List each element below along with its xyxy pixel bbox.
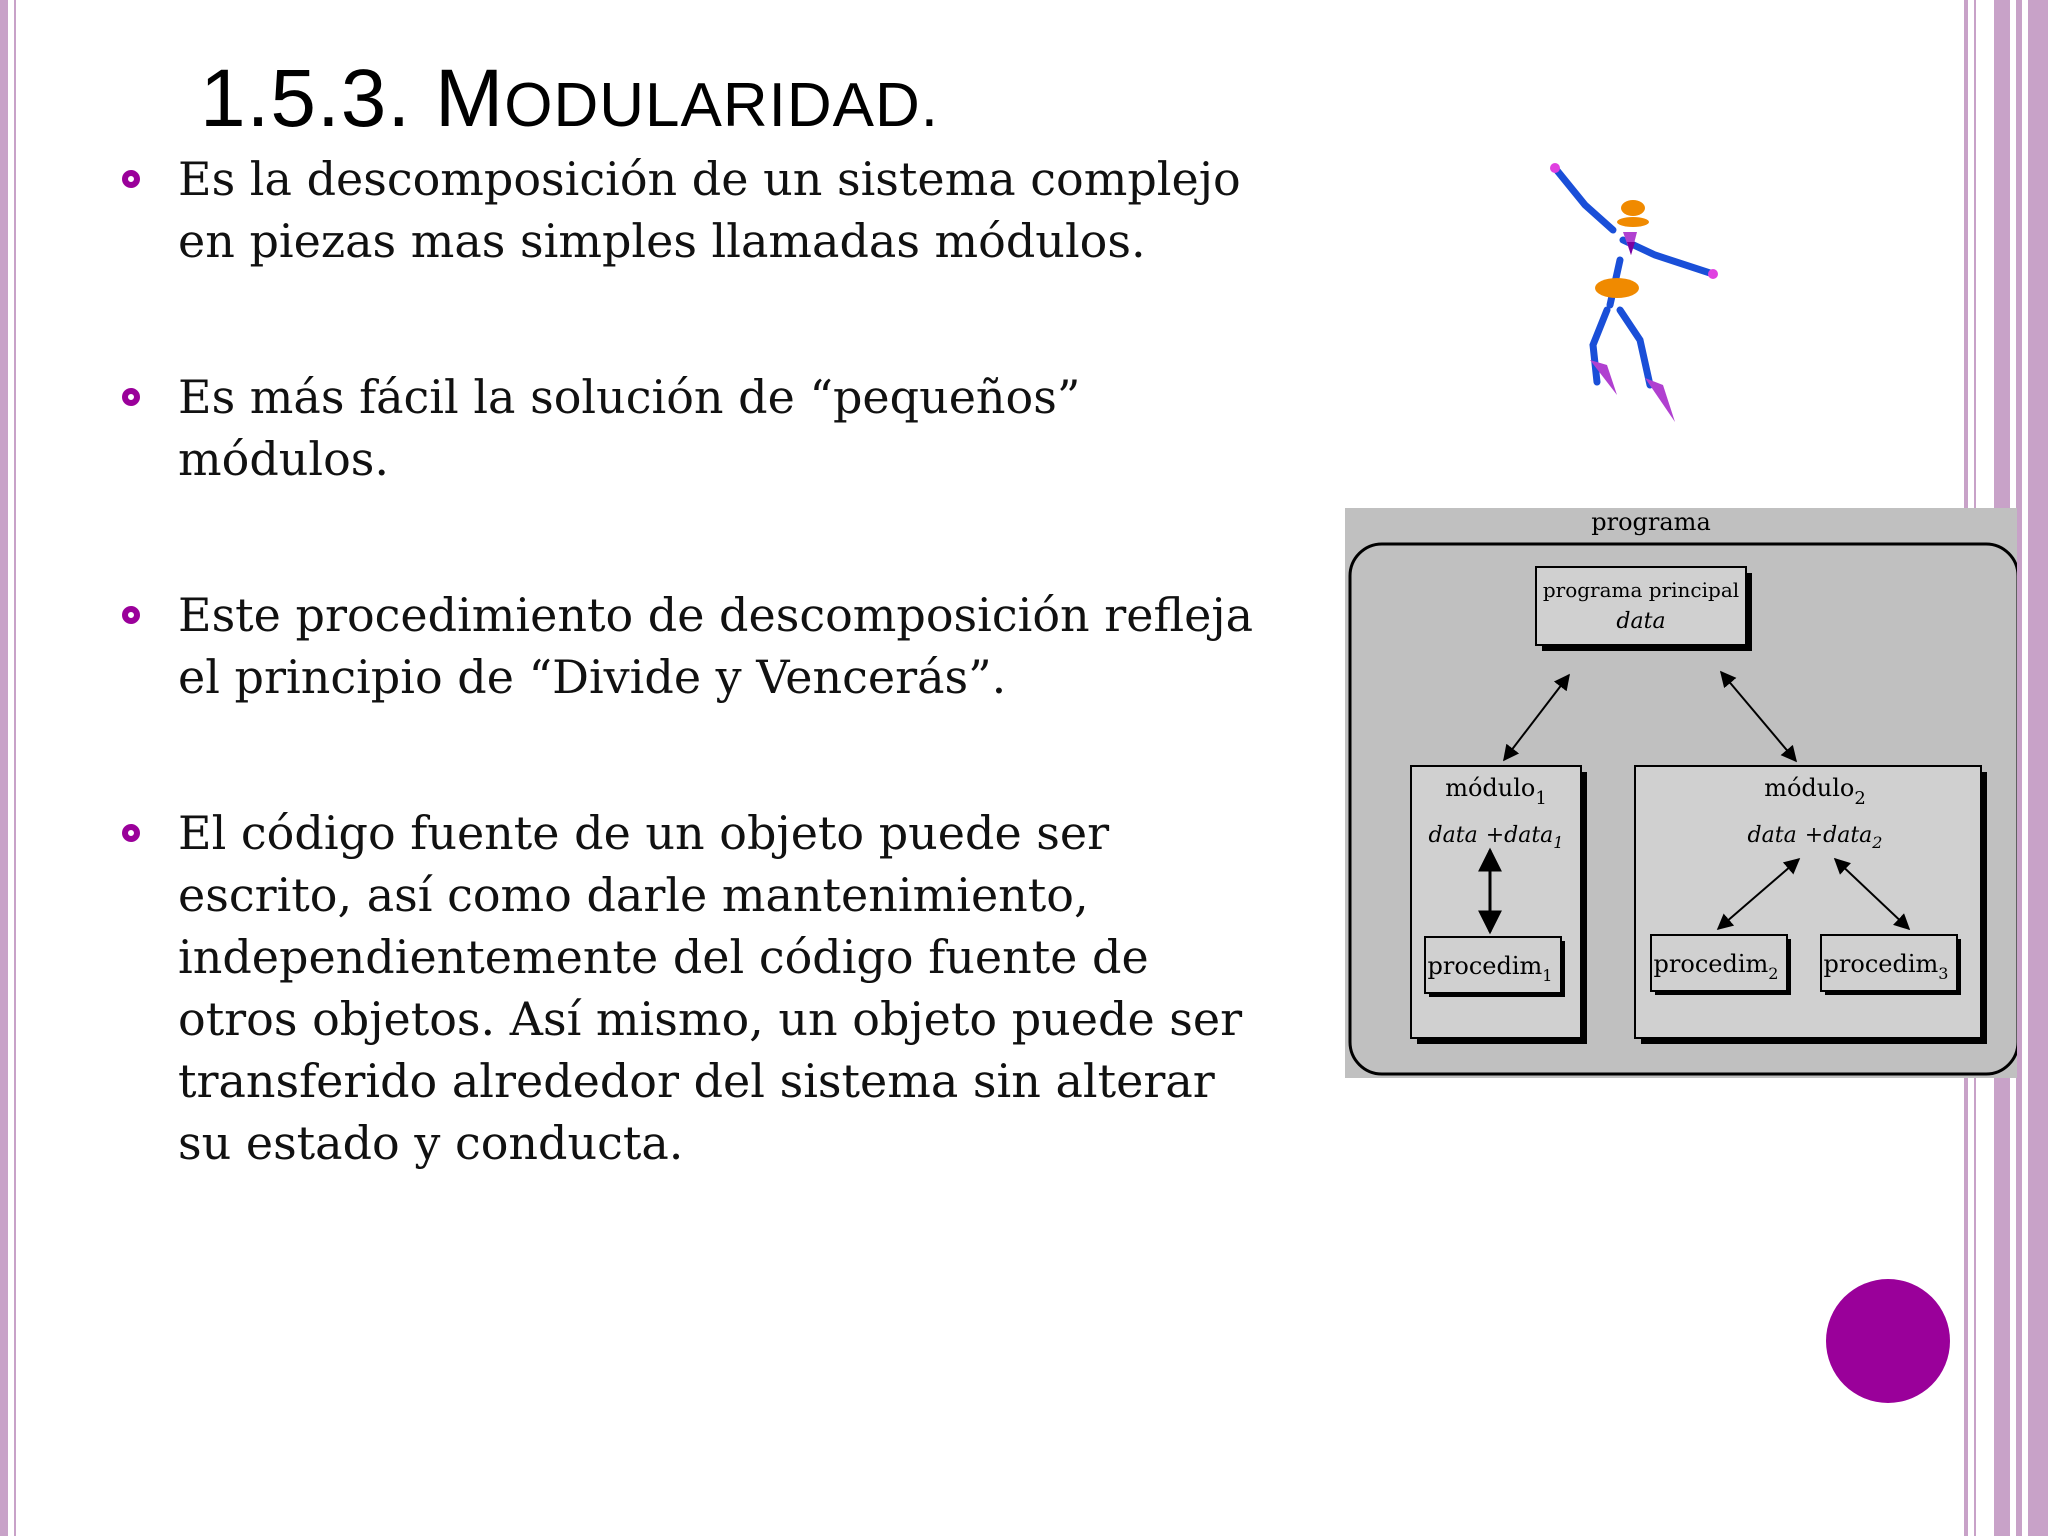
arrow-module2-procedim2: [1716, 857, 1801, 931]
bullet-item: Es más fácil la solución de “pequeños” m…: [110, 366, 1280, 490]
main-data-label: data: [1616, 609, 1665, 634]
module2-data: data +data2: [1748, 823, 1883, 852]
bullet-text: Es más fácil la solución de “pequeños” m…: [178, 370, 1081, 486]
dancer-figure-icon: [1550, 163, 1718, 422]
procedim1-subscript: 1: [1542, 966, 1552, 985]
procedim3-text: procedim3: [1824, 950, 1949, 983]
bullet-ring-icon: [122, 606, 140, 624]
main-box: [1535, 566, 1747, 646]
procedim3-subscript: 3: [1938, 964, 1948, 983]
bullet-text: Este procedimiento de descomposición ref…: [178, 588, 1254, 704]
procedim2-label: procedim: [1654, 950, 1769, 978]
module1-data-subscript: 1: [1553, 833, 1563, 852]
bullet-item: El código fuente de un objeto puede ser …: [110, 802, 1280, 1174]
slide-title: 1.5.3. MODULARIDAD.: [200, 52, 939, 146]
right-decoration: [1964, 0, 2048, 1536]
bullet-ring-icon: [122, 170, 140, 188]
bullet-text: El código fuente de un objeto puede ser …: [178, 806, 1243, 1170]
procedim1-box: [1424, 936, 1562, 994]
module2-data-subscript: 2: [1871, 833, 1882, 852]
title-first-letter: M: [434, 53, 505, 144]
bullet-ring-icon: [122, 824, 140, 842]
bullet-text: Es la descomposición de un sistema compl…: [178, 152, 1241, 268]
arrow-module2-procedim3: [1833, 857, 1911, 931]
module1-box: [1410, 765, 1582, 1039]
arrow-main-module1: [1503, 673, 1570, 762]
main-program-label: programa principal: [1543, 578, 1739, 602]
right-stripe: [2016, 0, 2022, 1536]
programa-container: [1348, 542, 2017, 1076]
procedim2-text: procedim2: [1654, 950, 1779, 983]
module1-data-plus: +data: [1486, 823, 1554, 848]
accent-circle: [1826, 1279, 1950, 1403]
procedim3-label: procedim: [1824, 950, 1939, 978]
left-stripe-thin: [14, 0, 16, 1536]
bullet-ring-icon: [122, 388, 140, 406]
module2-subscript: 2: [1854, 788, 1865, 809]
module1-data-label: data: [1429, 823, 1478, 848]
programa-label: programa: [1591, 508, 1711, 536]
module1-subscript: 1: [1535, 788, 1546, 809]
module2-title: módulo2: [1764, 774, 1866, 809]
title-rest: ODULARIDAD.: [504, 71, 940, 140]
bullet-item: Es la descomposición de un sistema compl…: [110, 148, 1280, 272]
procedim2-box: [1650, 934, 1788, 992]
arrow-main-module2: [1719, 670, 1798, 763]
procedim2-subscript: 2: [1768, 964, 1778, 983]
title-number: 1.5.3.: [200, 53, 412, 144]
module2-label: módulo: [1764, 774, 1854, 802]
bullet-item: Este procedimiento de descomposición ref…: [110, 584, 1280, 708]
bullet-list: Es la descomposición de un sistema compl…: [110, 148, 1280, 1174]
module2-data-label: data: [1748, 823, 1797, 848]
left-stripe: [0, 0, 8, 1536]
module-diagram: programa programa principal data módulo1…: [1345, 508, 2017, 1078]
procedim1-label: procedim: [1428, 952, 1543, 980]
procedim1-text: procedim1: [1428, 952, 1553, 985]
module1-data: data +data1: [1429, 823, 1564, 852]
right-stripe: [2028, 0, 2048, 1536]
procedim3-box: [1820, 934, 1958, 992]
module1-title: módulo1: [1445, 774, 1547, 809]
module1-label: módulo: [1445, 774, 1535, 802]
module2-box: [1634, 765, 1982, 1039]
module2-data-plus: +data: [1805, 823, 1873, 848]
